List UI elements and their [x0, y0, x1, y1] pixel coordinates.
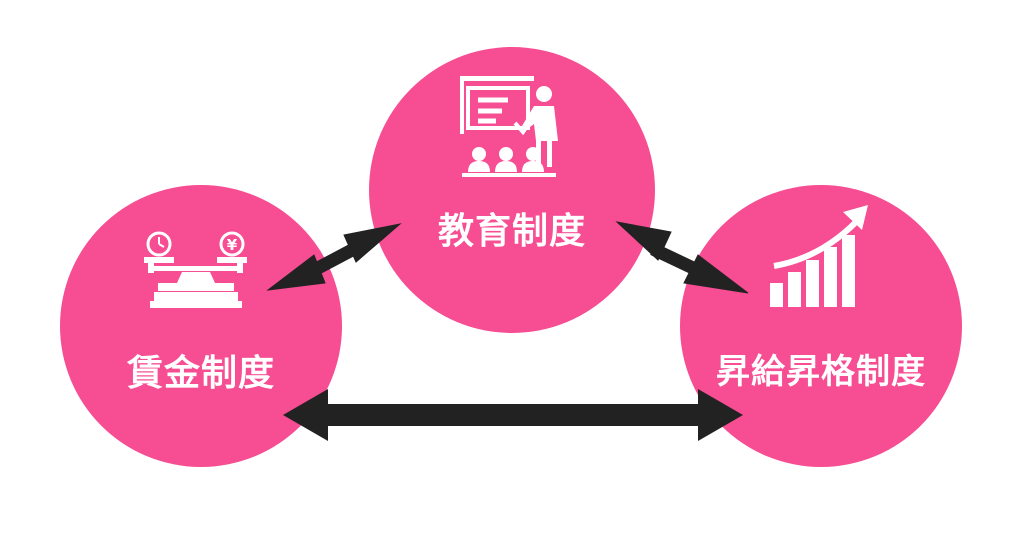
education-node [369, 47, 655, 333]
promotion-label: 昇給昇格制度 [716, 352, 926, 392]
arrow-education-promotion [615, 221, 749, 294]
education-label: 教育制度 [437, 211, 586, 252]
svg-text:¥: ¥ [227, 236, 238, 254]
balance-scale-clock-yen-icon: ¥ [144, 231, 247, 308]
arrow-education-wage [266, 223, 402, 291]
wage-label: 賃金制度 [126, 353, 275, 394]
growth-bar-chart-icon [770, 205, 868, 307]
teacher-presentation-icon [460, 76, 558, 177]
arrow-wage-promotion [283, 389, 743, 441]
